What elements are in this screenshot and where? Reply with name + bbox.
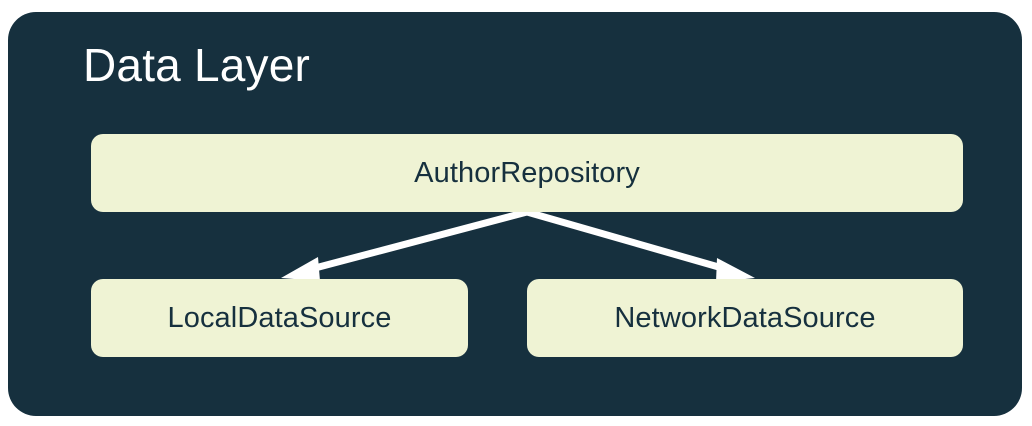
- node-local-data-source[interactable]: LocalDataSource: [91, 279, 468, 357]
- node-author-repository[interactable]: AuthorRepository: [91, 134, 963, 212]
- node-network-data-source[interactable]: NetworkDataSource: [527, 279, 963, 357]
- page-title: Data Layer: [83, 39, 311, 91]
- node-network-data-source-label: NetworkDataSource: [614, 302, 876, 334]
- node-author-repository-label: AuthorRepository: [414, 157, 640, 189]
- node-local-data-source-label: LocalDataSource: [167, 302, 392, 334]
